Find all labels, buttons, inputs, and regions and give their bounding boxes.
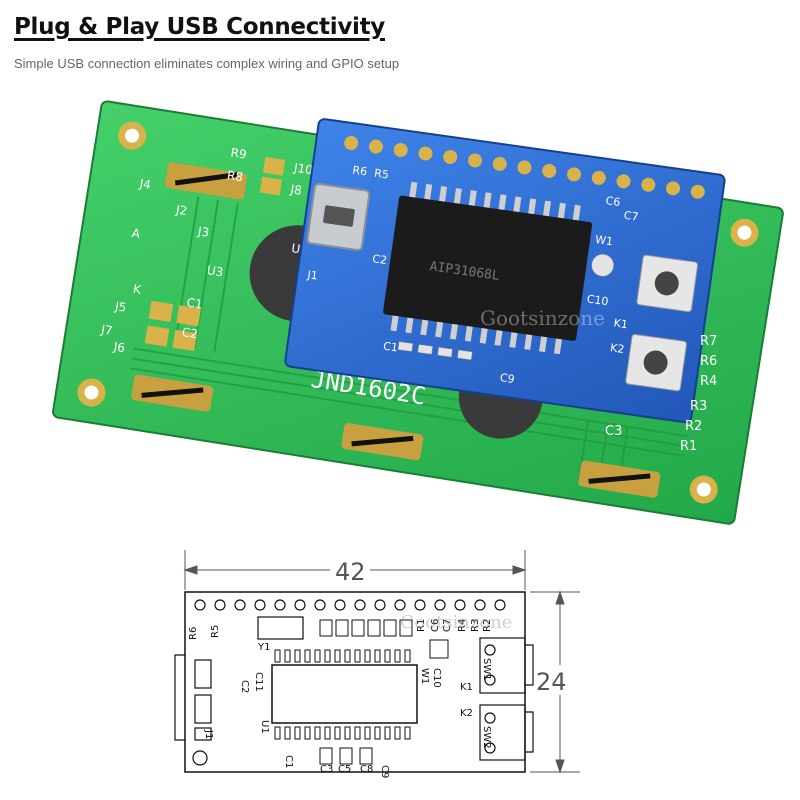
drawing-label: R1 bbox=[416, 619, 427, 632]
drawing-label: R4 bbox=[457, 619, 468, 632]
header-pin-row bbox=[194, 599, 506, 611]
mount-hole bbox=[77, 121, 759, 504]
drawing-label: R5 bbox=[210, 625, 221, 638]
lcd-silk-label: K bbox=[132, 282, 143, 297]
page-subtitle: Simple USB connection eliminates complex… bbox=[14, 56, 400, 71]
dimension-drawing: 42 24 bbox=[174, 550, 586, 778]
usb-connector-outline bbox=[174, 654, 212, 741]
micro-usb-port bbox=[306, 182, 371, 251]
drawing-label: SW2 bbox=[481, 726, 492, 749]
usb-adapter-pcb: AIP31068L R6 R5 C6 C7 W1 C10 K1 K2 J1 C9… bbox=[284, 118, 726, 424]
drawing-label: C3 bbox=[320, 764, 333, 775]
lcd-silk-label: R1 bbox=[680, 439, 697, 454]
adapter-silk-label: C1 bbox=[382, 340, 398, 355]
height-dimension-value: 24 bbox=[536, 668, 567, 696]
watermark: Gootsinzone bbox=[480, 306, 605, 330]
adapter-silk-label: K2 bbox=[609, 341, 625, 356]
lcd-silk-label: J8 bbox=[289, 182, 303, 198]
controller-chip: AIP31068L bbox=[383, 181, 593, 355]
lcd-silk-label: C1 bbox=[186, 295, 204, 311]
ic-outline bbox=[271, 649, 418, 740]
page-title: Plug & Play USB Connectivity bbox=[14, 14, 385, 40]
lcd-silk-label: C3 bbox=[605, 424, 622, 439]
lcd-silk-label: R2 bbox=[685, 419, 702, 434]
drawing-label: C2 bbox=[239, 680, 250, 693]
drawing-label: K2 bbox=[460, 708, 473, 719]
lcd-silk-label: R8 bbox=[226, 168, 244, 184]
adapter-silk-label: R5 bbox=[373, 167, 389, 182]
adapter-silk-label: C6 bbox=[605, 194, 621, 209]
lcd-silk-label: J4 bbox=[138, 176, 152, 192]
adapter-silk-label: C10 bbox=[586, 292, 609, 308]
adapter-silk-label: W1 bbox=[594, 233, 614, 248]
lcd-silk-label: C2 bbox=[181, 325, 199, 341]
drawing-label: U1 bbox=[259, 720, 270, 734]
lcd-silk-label: J6 bbox=[112, 339, 126, 355]
mount-hole bbox=[192, 750, 208, 766]
height-dimension bbox=[530, 590, 580, 774]
adapter-silk-label: C7 bbox=[623, 209, 639, 224]
adapter-silk-label: C9 bbox=[499, 371, 515, 386]
drawing-label: K1 bbox=[460, 682, 473, 693]
watermark: Gootsinzone bbox=[400, 612, 512, 633]
lcd-silk-label: J2 bbox=[174, 202, 188, 218]
product-photo: JND1602C R9 R8 J10 J8 J4 J2 J3 U3 U2 C1 … bbox=[52, 100, 784, 525]
drawing-label: C9 bbox=[379, 765, 390, 778]
adapter-silk-label: K1 bbox=[613, 316, 629, 331]
lcd-silk-label: R6 bbox=[700, 354, 717, 369]
adapter-silk-label: C2 bbox=[371, 252, 387, 267]
adapter-silk-label: J1 bbox=[306, 268, 319, 282]
lcd-silk-label: A bbox=[131, 226, 142, 241]
drawing-label: C7 bbox=[442, 619, 453, 632]
width-dimension-value: 42 bbox=[335, 558, 366, 586]
lcd-silk-label: R4 bbox=[700, 374, 717, 389]
lcd-silk-label: J10 bbox=[292, 160, 314, 177]
drawing-label: J1 bbox=[203, 729, 214, 739]
drawing-label: W1 bbox=[419, 668, 430, 684]
drawing-label: C10 bbox=[431, 668, 442, 688]
drawing-label: C1 bbox=[283, 755, 294, 768]
drawing-label: R3 bbox=[470, 619, 481, 632]
drawing-label: C8 bbox=[360, 764, 373, 775]
push-button bbox=[625, 254, 699, 392]
drawing-label: R2 bbox=[482, 619, 493, 632]
lcd-silk-label: J5 bbox=[113, 299, 127, 315]
lcd-silk-label: J7 bbox=[99, 322, 113, 338]
lcd-silk-label: R7 bbox=[700, 334, 717, 349]
lcd-silk-label: R9 bbox=[230, 145, 248, 161]
drawing-label: C5 bbox=[338, 764, 351, 775]
lcd-silk-label: U3 bbox=[206, 263, 224, 279]
lcd-silk-label: R3 bbox=[690, 399, 707, 414]
drawing-label: C11 bbox=[253, 672, 264, 692]
header-pin-row bbox=[344, 136, 705, 199]
lcd-silk-label: J3 bbox=[196, 224, 210, 240]
drawing-label: SW1 bbox=[481, 658, 492, 681]
switch-outline bbox=[479, 637, 534, 761]
drawing-label: R6 bbox=[188, 627, 199, 640]
crystal-outline bbox=[257, 616, 304, 640]
drawing-label: Y1 bbox=[257, 642, 270, 653]
drawing-label: C6 bbox=[430, 619, 441, 632]
adapter-silk-label: R6 bbox=[352, 164, 368, 179]
board-outline bbox=[184, 591, 526, 773]
